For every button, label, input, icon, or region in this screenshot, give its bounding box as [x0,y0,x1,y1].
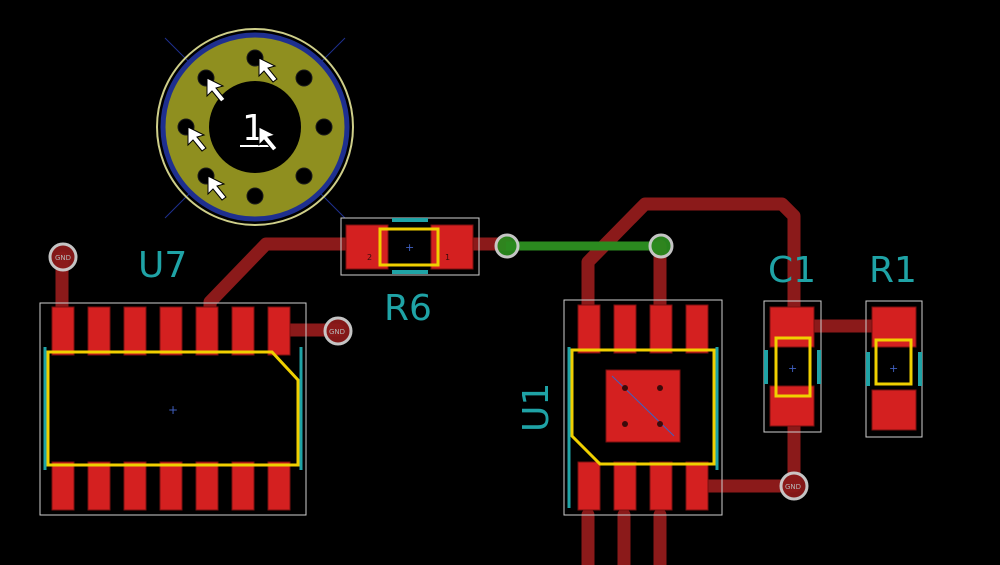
net-marker-gnd-a[interactable] [48,242,78,272]
pad[interactable] [231,461,255,511]
component-c1[interactable]: + C1 [763,250,822,433]
u7-fab-outline [46,350,300,467]
component-r1[interactable]: + R1 [865,250,923,438]
arrow-icon [206,77,226,103]
u7-reference: U7 [138,245,187,286]
pad[interactable] [195,461,219,511]
pad[interactable] [87,461,111,511]
component-u7[interactable]: + U7 [39,245,307,516]
c1-silk-right [817,350,821,384]
mounting-drill [209,81,301,173]
component-u1[interactable]: U1 [516,299,723,516]
pad[interactable] [159,306,183,356]
u1-courtyard [563,299,723,516]
r6-silk-top [392,218,428,222]
via [657,385,663,391]
c1-reference: C1 [768,250,816,291]
u1-bottom-pads [577,461,709,511]
pad[interactable] [267,461,291,511]
arrow-icon [258,126,278,152]
net-label-gnd-a: GND [55,254,71,262]
net-marker-gnd-b[interactable] [323,316,353,346]
arrow-icon [187,126,207,152]
via [295,167,313,185]
net-markers: GND GND GND [48,233,809,501]
u1-thermal-pad-diagonal [611,375,675,437]
pad[interactable] [577,461,601,511]
r1-silk-right [918,352,922,386]
mounting-hole[interactable]: 1 [156,28,354,226]
u7-center-mark: + [168,403,178,417]
mounting-ring-outline [156,28,354,226]
pad[interactable] [123,461,147,511]
u7-top-pads [51,306,291,356]
pad[interactable] [649,304,673,354]
component-r6[interactable]: 2 1 + R6 [340,217,480,329]
r6-pad-left[interactable] [345,224,389,270]
via [657,421,663,427]
r6-silk-bottom [392,270,428,274]
via [295,69,313,87]
via [246,187,264,205]
track-u1-top-loop[interactable] [581,197,801,327]
u1-thermal-vias [622,385,663,427]
u1-reference: U1 [516,383,557,432]
r6-reference: R6 [384,288,432,329]
via [315,118,333,136]
r6-pad-number-left: 2 [367,253,372,262]
pad[interactable] [51,306,75,356]
r1-pad-bottom[interactable] [871,389,917,431]
pad[interactable] [649,461,673,511]
r1-silk-left [866,352,870,386]
pad[interactable] [685,304,709,354]
r1-reference: R1 [869,250,917,291]
r6-center-mark: + [405,241,414,254]
pad[interactable] [613,304,637,354]
pointer-arrows [187,57,278,201]
pad[interactable] [123,306,147,356]
net-marker-r6-right[interactable] [494,233,520,259]
c1-center-mark: + [788,362,797,375]
u1-top-pads [577,304,709,354]
net-label-gnd-c: GND [785,483,801,491]
arrow-icon [207,175,227,201]
pad[interactable] [577,304,601,354]
pad[interactable] [613,461,637,511]
pad[interactable] [87,306,111,356]
via [622,421,628,427]
u7-courtyard [39,302,307,516]
r6-pad-number-right: 1 [445,253,450,262]
r6-fab-outline [378,227,440,267]
net-marker-gnd-c[interactable] [779,471,809,501]
net-label-gnd-b: GND [329,328,345,336]
pad[interactable] [267,306,291,356]
pad[interactable] [159,461,183,511]
u1-fab-outline [570,348,716,466]
u7-bottom-pads [51,461,291,511]
pad[interactable] [231,306,255,356]
r1-fab-outline [874,338,913,386]
pad[interactable] [685,461,709,511]
mounting-vias [177,49,333,205]
pad[interactable] [51,461,75,511]
pad[interactable] [195,306,219,356]
via [622,385,628,391]
c1-fab-outline [774,336,812,398]
r1-center-mark: + [889,362,898,375]
c1-silk-left [764,350,768,384]
arrow-icon [258,57,278,83]
net-marker-u1-top[interactable] [648,233,674,259]
